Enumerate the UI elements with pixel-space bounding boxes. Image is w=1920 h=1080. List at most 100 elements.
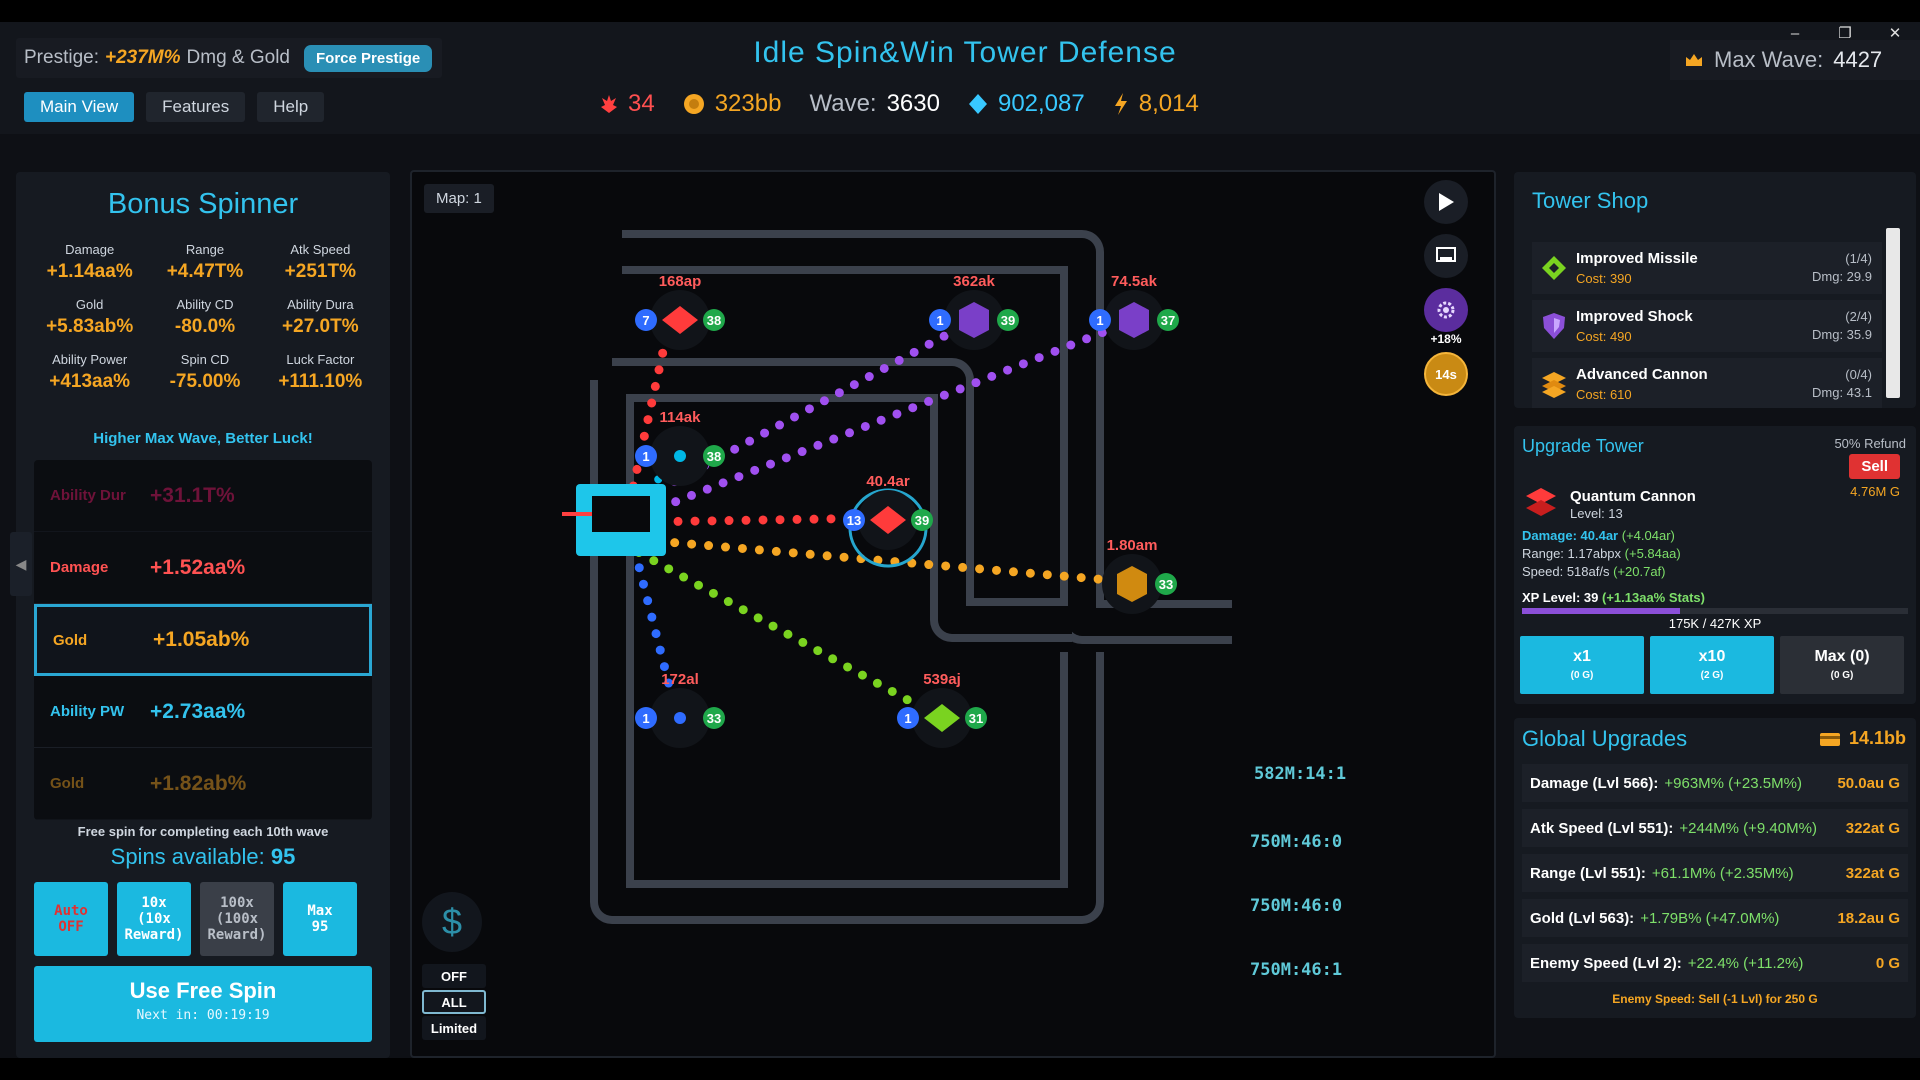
play-icon — [1439, 193, 1454, 211]
wave-label: Wave: — [809, 90, 877, 117]
mode-limited-button[interactable]: Limited — [422, 1016, 486, 1040]
upgrade-x10-button[interactable]: x10(2 G) — [1650, 636, 1774, 694]
mode-off-button[interactable]: OFF — [422, 964, 486, 988]
shop-item-count: (1/4) — [1845, 251, 1872, 266]
bonus-value: +27.0T% — [282, 316, 359, 337]
lives-value: 34 — [628, 90, 655, 117]
sell-button[interactable]: Sell — [1849, 454, 1900, 479]
global-upgrade-atk-speed[interactable]: Atk Speed (Lvl 551):+244M% (+9.40M%)322a… — [1522, 809, 1908, 847]
use-free-spin-label: Use Free Spin — [129, 978, 277, 1003]
spin-max-button[interactable]: Max 95 — [283, 882, 357, 956]
screen-toggle-button[interactable] — [1424, 234, 1468, 278]
lives-icon — [601, 95, 617, 113]
lightning-icon — [1114, 93, 1127, 115]
gem-icon — [968, 94, 987, 114]
spins-value: 95 — [270, 844, 296, 869]
close-button[interactable]: ✕ — [1888, 25, 1902, 42]
max-wave-value: 4427 — [1833, 47, 1883, 72]
prestige-label: Prestige: — [24, 47, 99, 68]
xp-level-label: XP Level: 39 — [1522, 590, 1599, 605]
tower-damage-label: 40.4ar — [866, 473, 910, 490]
force-prestige-button[interactable]: Force Prestige — [304, 44, 433, 72]
play-button[interactable] — [1424, 180, 1468, 224]
dollar-icon[interactable]: $ — [422, 892, 482, 952]
bonus-gold: Gold+5.83ab% — [32, 297, 147, 338]
spinner-wheel: Ability Dur +31.1T% Damage +1.52aa% Gold… — [34, 460, 372, 820]
tower-level: Level: 13 — [1570, 506, 1623, 521]
bonus-damage: Damage+1.14aa% — [32, 242, 147, 283]
wallet-icon — [1819, 732, 1840, 746]
global-upgrade-name: Atk Speed (Lvl 551): — [1530, 819, 1674, 837]
path-inner — [598, 238, 1232, 916]
tower-level-badge — [635, 445, 657, 467]
minimize-button[interactable]: – — [1790, 24, 1800, 42]
restore-button[interactable]: ❐ — [1838, 25, 1852, 42]
tower-level-badge — [929, 309, 951, 331]
cooldown-timer: 14s — [1424, 352, 1468, 396]
upgrade-max-button[interactable]: Max (0)(0 G) — [1780, 636, 1904, 694]
global-upgrades-title: Global Upgrades — [1522, 726, 1688, 751]
next-spin-timer: Next in: 00:19:19 — [136, 1008, 270, 1023]
wheel-row-value: +1.52aa% — [150, 555, 246, 579]
orange-hex-icon — [1117, 566, 1147, 602]
tower-speed-value: Speed: 518af/s — [1522, 564, 1610, 579]
bonus-value: +5.83ab% — [46, 316, 134, 337]
upgrade-button-cost: (0 G) — [1830, 670, 1854, 681]
mode-all-button[interactable]: ALL — [422, 990, 486, 1014]
max-wave-label: Max Wave: — [1714, 47, 1824, 72]
resource-stats: 34 323bb Wave: 3630 902,087 8,014 — [600, 90, 1227, 118]
global-upgrade-value: +61.1M% (+2.35M%) — [1651, 864, 1794, 882]
bonus-grid: Damage+1.14aa% Range+4.47T% Atk Speed+25… — [32, 242, 378, 393]
bonus-ability-cd: Ability CD-80.0% — [147, 297, 262, 338]
bonus-atk-speed: Atk Speed+251T% — [263, 242, 378, 283]
global-upgrade-enemy-speed[interactable]: Enemy Speed (Lvl 2):+22.4% (+11.2%)0 G — [1522, 944, 1908, 982]
base-core-inner — [592, 496, 650, 532]
timer-text: 750M:46:0 — [1250, 896, 1343, 916]
tower-xp-badge — [703, 445, 725, 467]
spin-10x-button[interactable]: 10x (10x Reward) — [117, 882, 191, 956]
timer-text: 582M:14:1 — [1254, 764, 1347, 784]
tower-level-text: 1 — [642, 449, 649, 464]
wheel-row-value: +1.05ab% — [153, 628, 250, 651]
upgrade-button-cost: (2 G) — [1700, 670, 1724, 681]
global-upgrade-gold[interactable]: Gold (Lvl 563):+1.79B% (+47.0M%)18.2au G — [1522, 899, 1908, 937]
global-upgrade-damage[interactable]: Damage (Lvl 566):+963M% (+23.5M%)50.0au … — [1522, 764, 1908, 802]
prestige-bar: Prestige: +237M% Dmg & Gold Force Presti… — [16, 38, 443, 78]
tower-level-badge — [635, 309, 657, 331]
spin-100x-button[interactable]: 100x (100x Reward) — [200, 882, 274, 956]
ability-button[interactable] — [1424, 288, 1468, 332]
upgrade-x1-button[interactable]: x1(0 G) — [1520, 636, 1644, 694]
gold-value: 323bb — [714, 90, 782, 117]
shop-scrollbar[interactable] — [1886, 228, 1900, 398]
shop-item-dmg: Dmg: 29.9 — [1812, 269, 1872, 284]
tab-help[interactable]: Help — [257, 92, 325, 122]
bonus-range: Range+4.47T% — [147, 242, 262, 283]
collapse-left-icon[interactable]: ◀ — [10, 532, 32, 596]
global-upgrade-range[interactable]: Range (Lvl 551):+61.1M% (+2.35M%)322at G — [1522, 854, 1908, 892]
quantum-cannon-icon — [1526, 488, 1556, 516]
bonus-label: Spin CD — [180, 352, 230, 367]
tower-level-text: 1 — [1096, 313, 1103, 328]
title-bar — [0, 0, 1920, 22]
tab-features[interactable]: Features — [146, 92, 246, 122]
auto-spin-button[interactable]: Auto OFF — [34, 882, 108, 956]
tab-main-view[interactable]: Main View — [24, 92, 135, 122]
use-free-spin-button[interactable]: Use Free Spin Next in: 00:19:19 — [34, 966, 372, 1042]
xp-progress-text: 175K / 427K XP — [1668, 616, 1762, 631]
bonus-value: -80.0% — [174, 316, 236, 337]
wave-stat: Wave: 3630 — [809, 90, 940, 118]
